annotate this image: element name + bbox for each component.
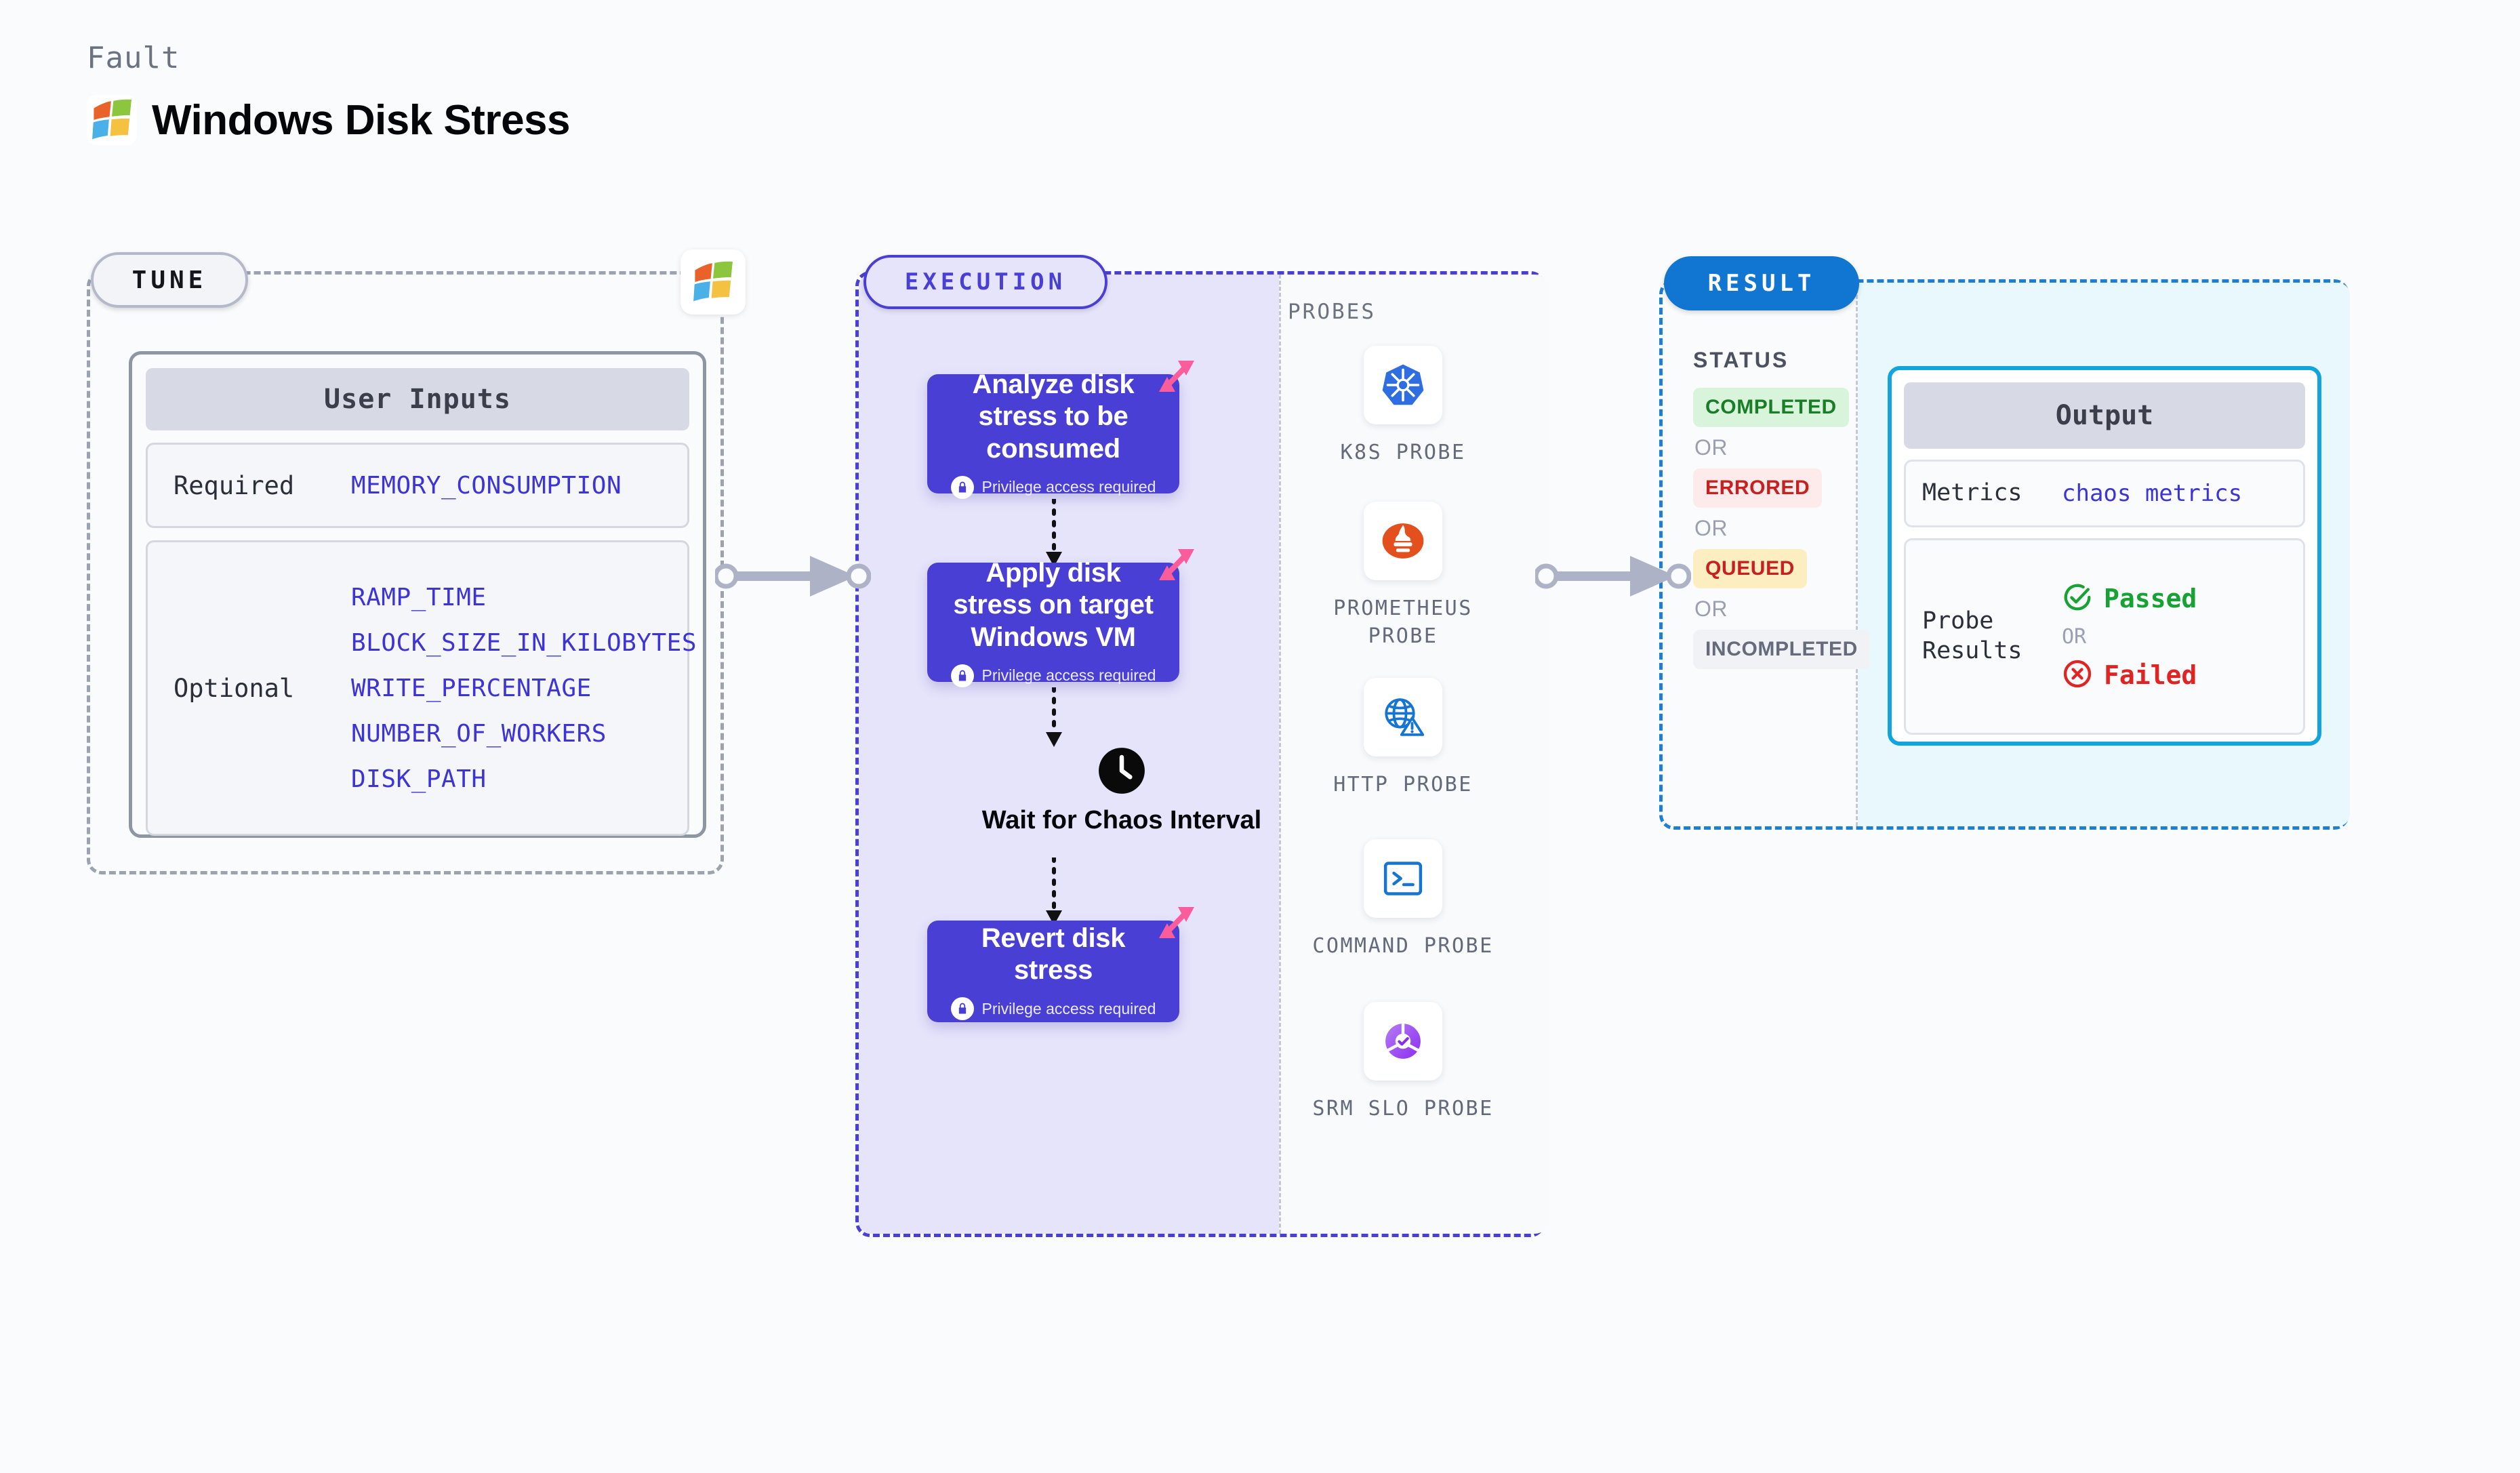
input-value[interactable]: BLOCK_SIZE_IN_KILOBYTES	[351, 628, 697, 657]
output-metrics-row: Metrics chaos metrics	[1904, 460, 2305, 527]
input-value[interactable]: WRITE_PERCENTAGE	[351, 674, 592, 702]
step-privilege-note: Privilege access required	[950, 664, 1156, 687]
probe-label: HTTP PROBE	[1333, 773, 1473, 796]
output-title: Output	[1904, 382, 2305, 449]
output-card: Output Metrics chaos metrics Probe Resul…	[1888, 366, 2321, 746]
optional-label: Optional	[174, 673, 295, 703]
litmus-logo-icon	[1155, 545, 1198, 588]
probe-k8s[interactable]: K8S PROBE	[1301, 346, 1505, 467]
check-circle-icon	[2062, 582, 2093, 616]
execution-step-2[interactable]: Apply disk stress on target Windows VM P…	[927, 549, 1194, 687]
step-privilege-text: Privilege access required	[981, 478, 1156, 496]
step-title: Analyze disk stress to be consumed	[972, 369, 1135, 464]
connector-tune-to-execution	[715, 556, 871, 597]
status-badge-errored: ERRORED	[1693, 468, 1823, 508]
probe-results-label: Probe Results	[1922, 607, 2023, 664]
terminal-icon	[1364, 839, 1442, 918]
probes-title: PROBES	[1288, 300, 1376, 324]
status-title: STATUS	[1693, 348, 1789, 372]
connector-execution-to-result	[1535, 556, 1691, 597]
step-privilege-text: Privilege access required	[981, 999, 1156, 1017]
probe-label: K8S PROBE	[1340, 441, 1466, 464]
status-or: OR	[1694, 516, 1728, 540]
status-badge-completed: COMPLETED	[1693, 388, 1849, 427]
clock-icon	[1097, 746, 1147, 796]
x-circle-icon	[2062, 658, 2093, 692]
step-title: Revert disk stress	[981, 923, 1126, 985]
probe-http[interactable]: HTTP PROBE	[1301, 678, 1505, 799]
input-value[interactable]: DISK_PATH	[351, 765, 487, 793]
required-values: MEMORY_CONSUMPTION	[351, 472, 622, 500]
input-value[interactable]: RAMP_TIME	[351, 583, 487, 611]
probe-srm-slo[interactable]: SRM SLO PROBE	[1301, 1002, 1505, 1123]
probe-result-or: OR	[2062, 624, 2087, 649]
probe-result-failed: Failed	[2062, 658, 2197, 692]
status-or: OR	[1694, 597, 1728, 621]
page-eyebrow: Fault	[87, 41, 180, 75]
metrics-value[interactable]: chaos metrics	[2062, 480, 2243, 507]
probe-label: COMMAND PROBE	[1312, 934, 1494, 958]
user-inputs-row-required: Required MEMORY_CONSUMPTION	[146, 443, 689, 528]
page-title-row: Windows Disk Stress	[87, 95, 571, 145]
http-globe-warning-icon	[1364, 678, 1442, 756]
input-value[interactable]: MEMORY_CONSUMPTION	[351, 471, 622, 500]
probe-results-values: Passed OR Failed	[2062, 582, 2197, 692]
kubernetes-icon	[1364, 346, 1442, 424]
optional-values: RAMP_TIME BLOCK_SIZE_IN_KILOBYTES WRITE_…	[351, 584, 697, 793]
status-list: COMPLETED OR ERRORED OR QUEUED OR INCOMP…	[1693, 388, 1870, 669]
execution-stage-pill[interactable]: EXECUTION	[863, 255, 1107, 309]
lock-icon	[950, 997, 974, 1021]
probe-label: SRM SLO PROBE	[1312, 1097, 1494, 1121]
metrics-label: Metrics	[1922, 479, 2023, 507]
passed-label: Passed	[2104, 583, 2197, 613]
lock-icon	[950, 664, 974, 687]
probe-label: PROMETHEUS PROBE	[1333, 597, 1473, 648]
connector-step1-to-step2	[1046, 499, 1062, 567]
required-label: Required	[174, 470, 295, 500]
result-stage-pill[interactable]: RESULT	[1664, 256, 1859, 310]
litmus-logo-icon	[1155, 357, 1198, 400]
status-badge-queued: QUEUED	[1693, 549, 1807, 588]
probe-prometheus[interactable]: PROMETHEUS PROBE	[1301, 502, 1505, 650]
user-inputs-title: User Inputs	[146, 368, 689, 430]
connector-wait-to-step3	[1046, 857, 1062, 925]
page-title: Windows Disk Stress	[152, 96, 571, 144]
step-title: Apply disk stress on target Windows VM	[953, 558, 1154, 652]
execution-step-3[interactable]: Revert disk stress Privilege access requ…	[927, 907, 1194, 1022]
wait-for-chaos-interval-node: Wait for Chaos Interval	[969, 746, 1274, 836]
execution-step-1[interactable]: Analyze disk stress to be consumed Privi…	[927, 361, 1194, 499]
prometheus-icon	[1364, 502, 1442, 580]
wait-node-label: Wait for Chaos Interval	[981, 806, 1262, 834]
step-privilege-text: Privilege access required	[981, 666, 1156, 685]
probe-command[interactable]: COMMAND PROBE	[1301, 839, 1505, 961]
probe-result-passed: Passed	[2062, 582, 2197, 616]
windows-logo-icon	[87, 95, 137, 145]
tune-windows-badge-icon	[680, 249, 746, 315]
litmus-logo-icon	[1155, 903, 1198, 946]
step-privilege-note: Privilege access required	[950, 475, 1156, 499]
tune-stage-pill[interactable]: TUNE	[91, 252, 248, 308]
status-or: OR	[1694, 435, 1728, 460]
step-privilege-note: Privilege access required	[950, 997, 1156, 1021]
connector-step2-to-wait	[1046, 687, 1062, 747]
user-inputs-row-optional: Optional RAMP_TIME BLOCK_SIZE_IN_KILOBYT…	[146, 540, 697, 836]
input-value[interactable]: NUMBER_OF_WORKERS	[351, 719, 607, 748]
user-inputs-card: User Inputs Required MEMORY_CONSUMPTION …	[129, 351, 706, 838]
failed-label: Failed	[2104, 660, 2197, 690]
status-badge-incompleted: INCOMPLETED	[1693, 630, 1870, 669]
lock-icon	[950, 475, 974, 499]
srm-slo-icon	[1364, 1002, 1442, 1081]
output-probe-results-row: Probe Results Passed OR	[1904, 538, 2305, 735]
